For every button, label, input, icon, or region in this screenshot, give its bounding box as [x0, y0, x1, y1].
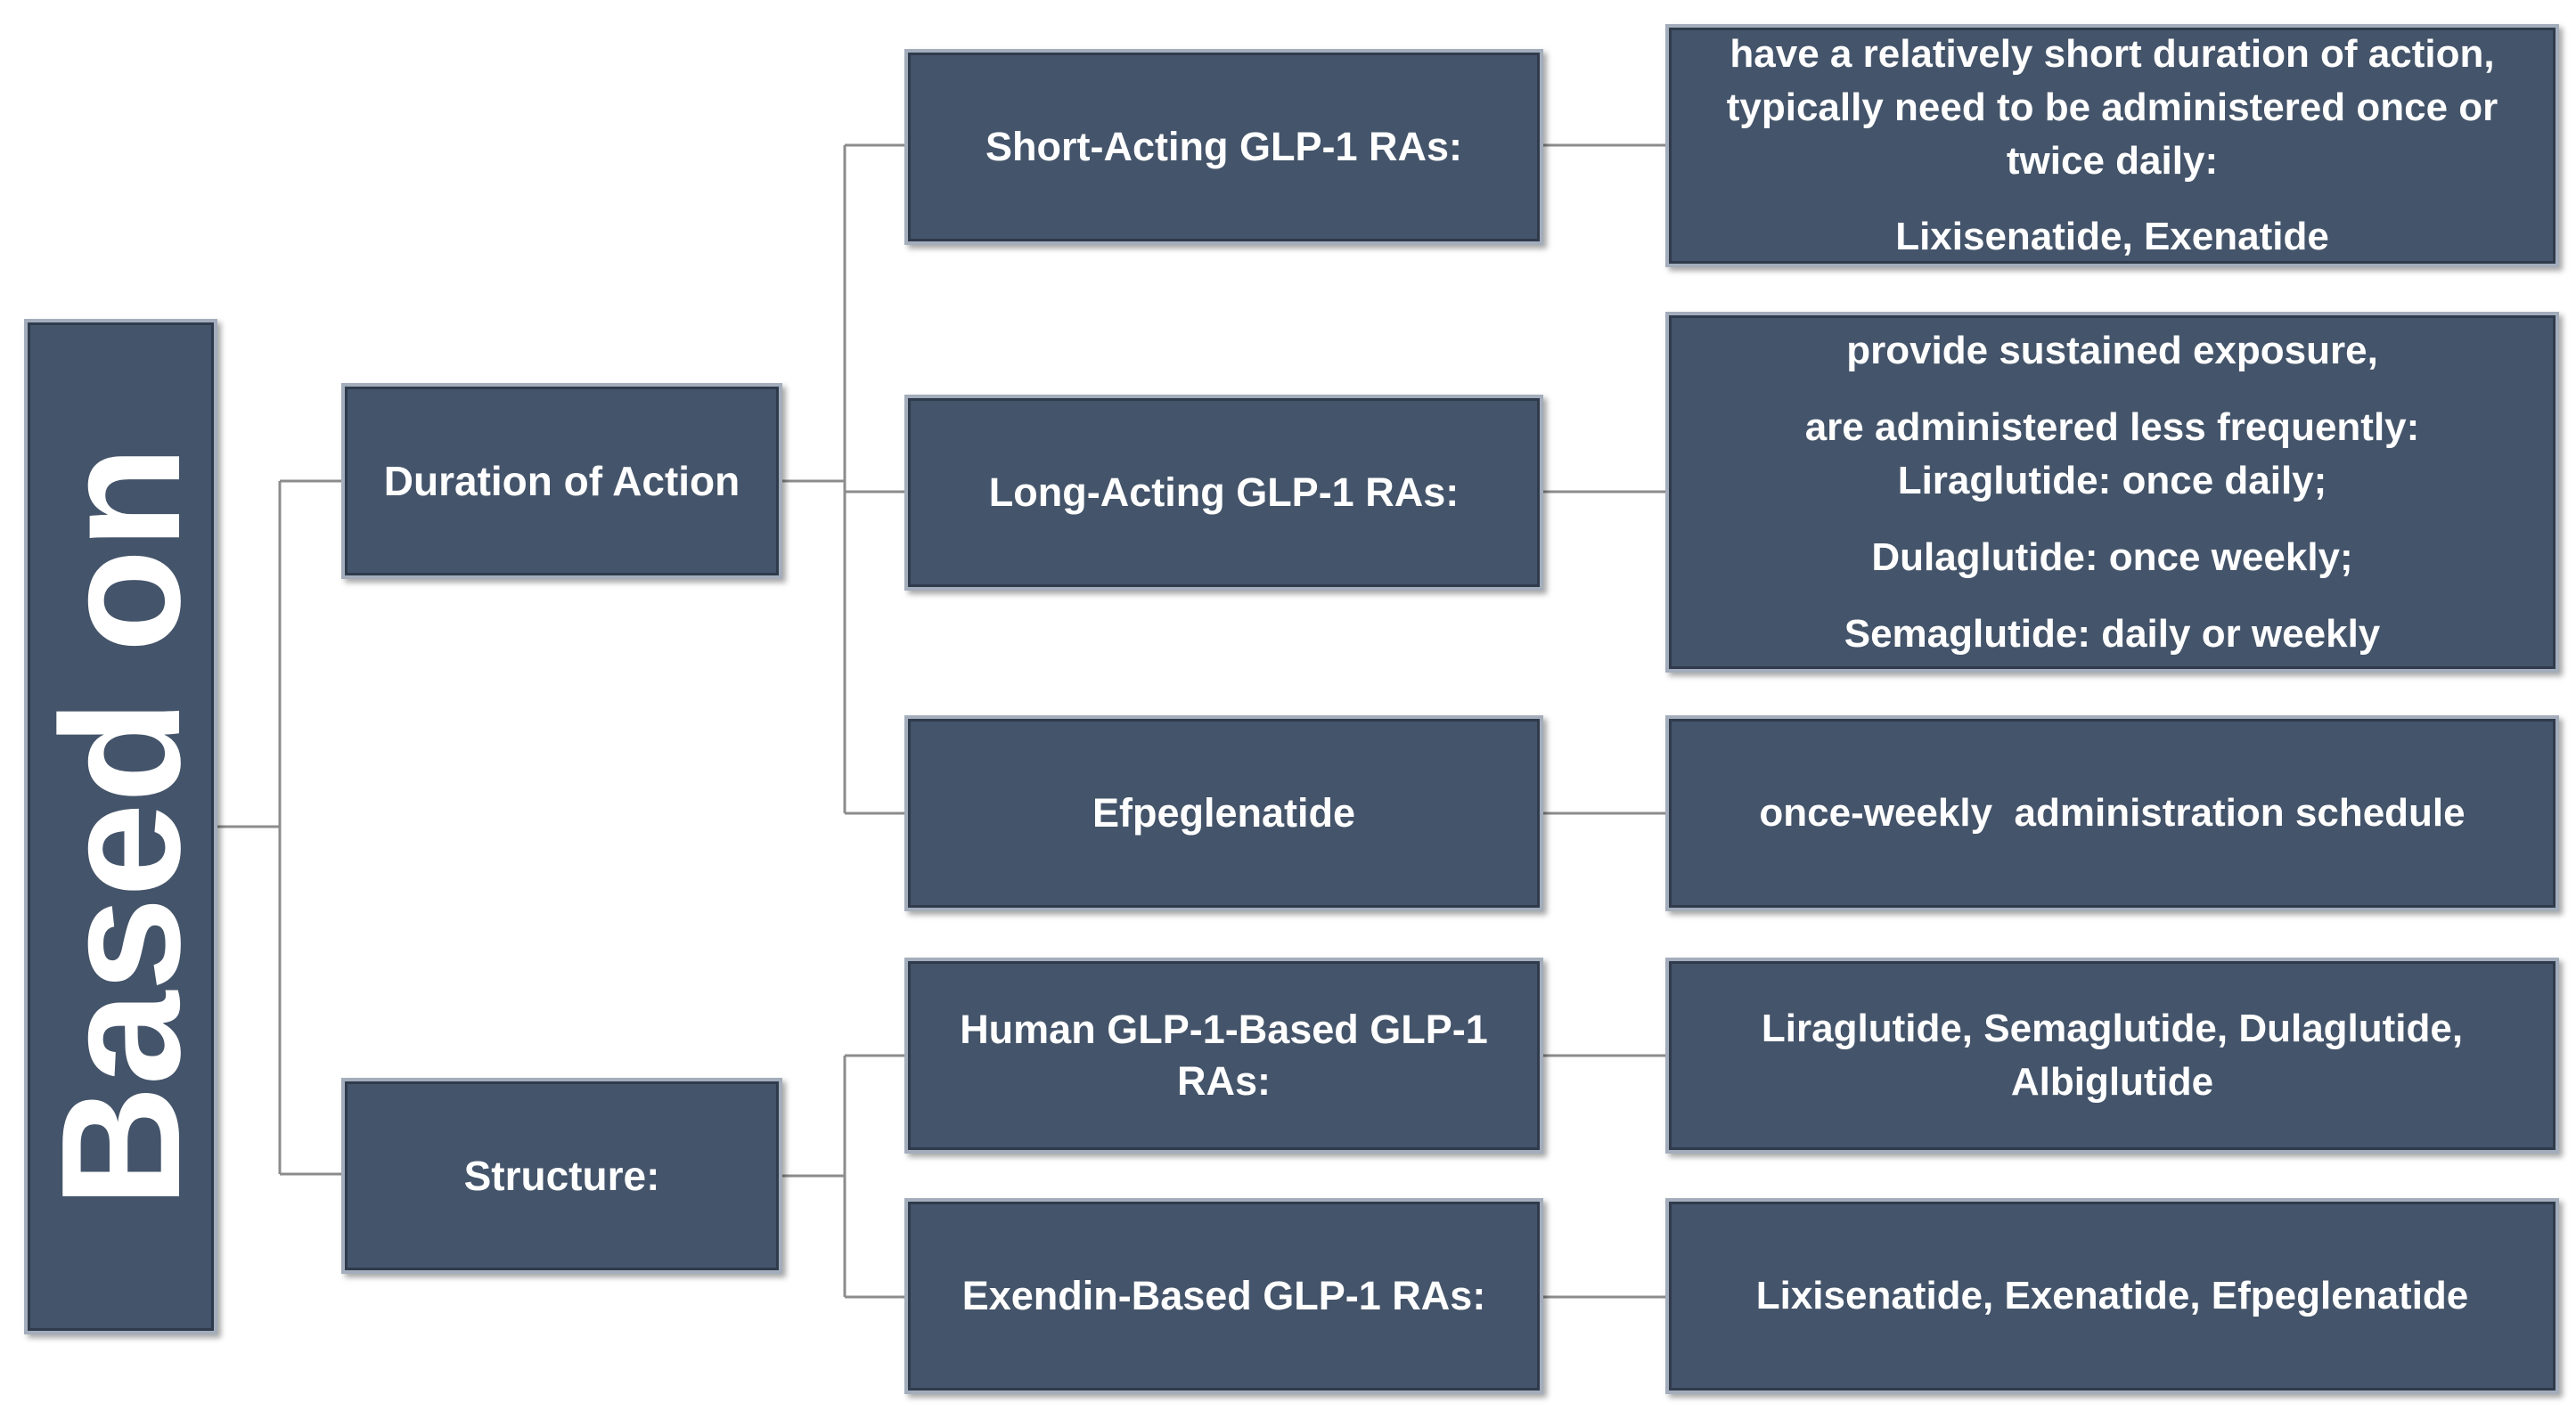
description-human-glp1-based: Liraglutide, Semaglutide, Dulaglutide, A…: [1665, 958, 2559, 1154]
description-line: Lixisenatide, Exenatide: [1895, 215, 2329, 258]
subtype-human-glp1-based: Human GLP-1-Based GLP-1 RAs:: [904, 958, 1543, 1154]
description-line: Dulaglutide: once weekly;: [1871, 534, 2353, 579]
description-line: once-weekly administration schedule: [1759, 791, 2466, 835]
subtype-long-acting: Long-Acting GLP-1 RAs:: [904, 395, 1543, 591]
connector-structure-bus: [782, 1054, 904, 1299]
subtype-label: Long-Acting GLP-1 RAs:: [988, 469, 1460, 515]
root-label: Based on: [26, 445, 216, 1208]
description-line: Liraglutide: once daily;: [1897, 458, 2327, 502]
subtype-efpeglenatide: Efpeglenatide: [904, 715, 1543, 911]
connector-root-bus: [217, 479, 341, 1176]
description-line: Semaglutide: daily or weekly: [1844, 611, 2381, 656]
subtype-exendin-based: Exendin-Based GLP-1 RAs:: [904, 1198, 1543, 1394]
category-duration-of-action: Duration of Action: [341, 383, 782, 579]
category-structure: Structure:: [341, 1078, 782, 1274]
description-line: Lixisenatide, Exenatide, Efpeglenatide: [1755, 1274, 2469, 1317]
description-line: have a relatively short duration of acti…: [1730, 32, 2495, 76]
subtype-label: Efpeglenatide: [1092, 790, 1356, 836]
connector-duration-bus: [782, 143, 904, 815]
category-label: Structure:: [463, 1153, 660, 1199]
description-line: Liraglutide, Semaglutide, Dulaglutide,: [1761, 1007, 2464, 1050]
description-efpeglenatide: once-weekly administration schedule: [1665, 715, 2559, 911]
connector-subtype-desc: [1543, 143, 1665, 1299]
subtype-short-acting: Short-Acting GLP-1 RAs:: [904, 49, 1543, 245]
subtype-label: Human GLP-1-Based GLP-1 RAs:: [960, 1007, 1488, 1104]
description-line: are administered less frequently:: [1804, 404, 2420, 449]
description-long-acting: provide sustained exposure, are administ…: [1665, 312, 2559, 673]
subtype-label: Short-Acting GLP-1 RAs:: [985, 124, 1462, 169]
description-line: twice daily:: [2006, 139, 2219, 183]
root-based-on-box: Based on: [24, 319, 217, 1334]
description-short-acting: have a relatively short duration of acti…: [1665, 24, 2559, 267]
description-line: typically need to be administered once o…: [1726, 86, 2498, 129]
description-line: Albiglutide: [2010, 1060, 2214, 1104]
category-label: Duration of Action: [383, 458, 740, 504]
subtype-label: Exendin-Based GLP-1 RAs:: [961, 1273, 1486, 1318]
description-line: provide sustained exposure,: [1846, 328, 2378, 372]
description-exendin-based: Lixisenatide, Exenatide, Efpeglenatide: [1665, 1198, 2559, 1394]
